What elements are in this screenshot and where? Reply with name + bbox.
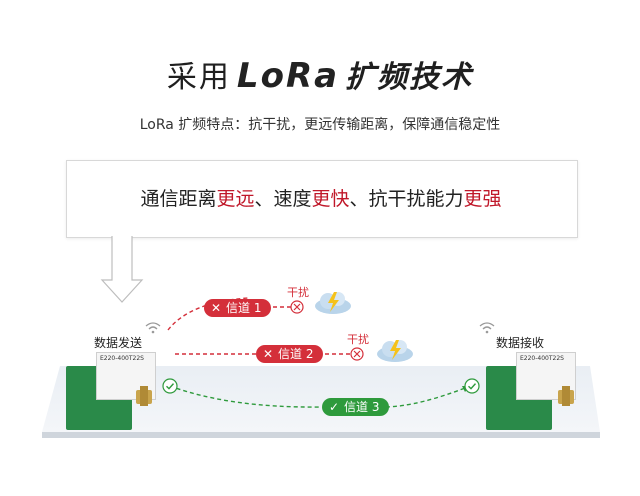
sender-label: 数据发送 — [94, 336, 143, 350]
channel-3-path — [169, 385, 321, 408]
feature-part: 通信距离 — [140, 188, 217, 210]
cross-icon: ✕ — [263, 347, 274, 361]
sender-model: E220-400T22S — [100, 355, 144, 362]
channel-2-badge: ✕ 信道 2 — [256, 345, 324, 363]
blocked-circle-icon — [290, 300, 304, 314]
blocked-circle-icon — [350, 347, 364, 361]
cloud-lightning-icon — [315, 292, 351, 314]
down-arrow-icon — [100, 236, 144, 303]
check-circle-icon — [162, 378, 178, 394]
receiver-model: E220-400T22S — [520, 355, 564, 362]
channel-1-badge: ✕ 信道 1 — [204, 299, 272, 317]
feature-part: 、速度 — [254, 188, 312, 210]
channel-1-label: 信道 1 — [226, 301, 262, 315]
subtitle: LoRa 扩频特点：抗干扰，更远传输距离，保障通信稳定性 — [139, 117, 501, 133]
channel-3-label: 信道 3 — [344, 400, 380, 414]
antenna-connector-icon — [136, 386, 152, 406]
cloud-lightning-icon — [377, 340, 413, 362]
title-prefix: 采用 — [166, 60, 231, 95]
channel-3-badge: ✓ 信道 3 — [322, 398, 390, 416]
floor-platform — [42, 366, 600, 438]
channel-3-path — [385, 385, 471, 408]
cross-icon: ✕ — [211, 301, 222, 315]
channel-2-label: 信道 2 — [278, 347, 314, 361]
feature-part: 、抗干扰能力 — [349, 188, 464, 210]
feature-highlight: 更强 — [463, 188, 502, 210]
receiver-label: 数据接收 — [496, 336, 545, 350]
interference-label: 干扰 — [347, 333, 369, 346]
title-brand: LoRa — [236, 56, 340, 96]
antenna-connector-icon — [558, 386, 574, 406]
check-circle-icon — [464, 378, 480, 394]
feature-box — [66, 160, 578, 238]
title-suffix: 扩频技术 — [345, 60, 474, 95]
wifi-icon — [145, 322, 161, 334]
interference-label: 干扰 — [287, 286, 309, 299]
feature-text: 通信距离更远、速度更快、抗干扰能力更强 — [66, 184, 576, 211]
feature-highlight: 更远 — [216, 188, 255, 210]
feature-highlight: 更快 — [311, 188, 350, 210]
wifi-icon — [479, 322, 495, 334]
check-icon: ✓ — [329, 400, 340, 414]
